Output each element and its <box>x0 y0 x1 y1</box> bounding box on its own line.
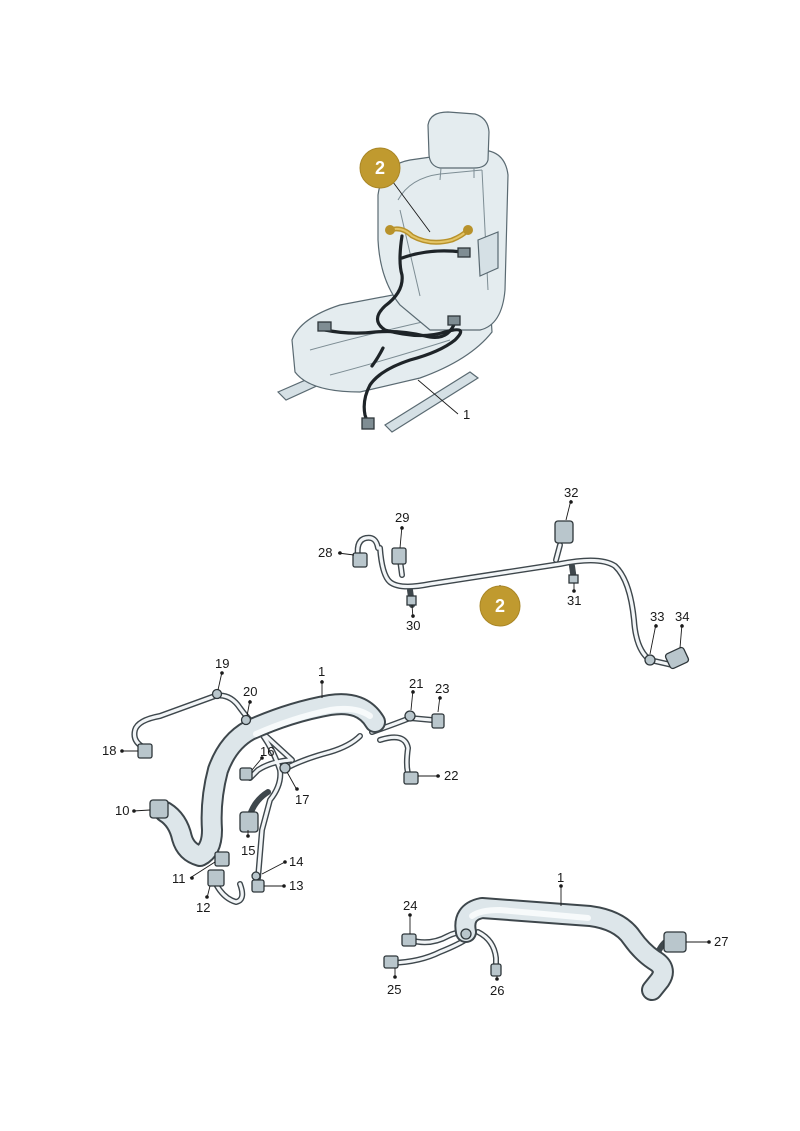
callout-label: 22 <box>444 768 458 783</box>
callout-label: 20 <box>243 684 257 699</box>
callout-label: 32 <box>564 485 578 500</box>
callout-label: 31 <box>567 593 581 608</box>
callout-label: 17 <box>295 792 309 807</box>
callout-17: 17 <box>286 771 309 807</box>
callout-label: 13 <box>289 878 303 893</box>
callout-14: 14 <box>261 854 303 875</box>
callout-33: 33 <box>649 609 664 655</box>
callout-28: 28 <box>318 545 355 560</box>
callout-23: 23 <box>435 681 449 713</box>
callout-25: 25 <box>387 968 401 997</box>
harness-part-1-lower <box>383 897 687 1001</box>
callout-label: 14 <box>289 854 303 869</box>
callout-label: 10 <box>115 803 129 818</box>
callout-15: 15 <box>241 830 255 858</box>
callout-label: 11 <box>172 871 186 886</box>
callout-label: 30 <box>406 618 420 633</box>
callout-34: 34 <box>675 609 689 649</box>
callout-label: 26 <box>490 983 504 998</box>
callout-label: 27 <box>714 934 728 949</box>
badge-label: 2 <box>495 596 505 616</box>
callout-24: 24 <box>403 898 417 934</box>
callout-21: 21 <box>409 676 423 711</box>
callout-label: 19 <box>215 656 229 671</box>
callout-label: 33 <box>650 609 664 624</box>
callout-31: 31 <box>567 583 581 608</box>
callout-label: 23 <box>435 681 449 696</box>
callout-13: 13 <box>264 878 303 893</box>
callout-label: 16 <box>260 744 274 759</box>
callout-19: 19 <box>215 656 229 691</box>
callout-label: 28 <box>318 545 332 560</box>
callout-label: 24 <box>403 898 417 913</box>
callout-label: 21 <box>409 676 423 691</box>
callout-label: 25 <box>387 982 401 997</box>
callout-label: 15 <box>241 843 255 858</box>
callout-30: 30 <box>406 604 420 633</box>
callout-label: 1 <box>557 870 564 885</box>
callout-1-seat: 1 <box>417 379 470 422</box>
callout-29: 29 <box>395 510 409 549</box>
callout-10: 10 <box>115 803 151 818</box>
callout-22: 22 <box>418 768 458 783</box>
part-2-badge-mid: 2 <box>479 585 521 627</box>
harness-part-1-left <box>131 688 445 905</box>
part-2-badge-top: 2 <box>359 147 431 233</box>
callout-1-left: 1 <box>318 664 325 698</box>
callout-label: 34 <box>675 609 689 624</box>
callout-20: 20 <box>243 684 257 717</box>
callout-label: 18 <box>102 743 116 758</box>
callout-11: 11 <box>172 861 216 886</box>
callout-label: 1 <box>463 407 470 422</box>
callout-26: 26 <box>490 976 504 998</box>
harness-part-2 <box>352 520 690 670</box>
seat-illustration <box>276 111 509 433</box>
callout-label: 12 <box>196 900 210 915</box>
callout-16: 16 <box>251 744 274 771</box>
badge-label: 2 <box>375 158 385 178</box>
callout-27: 27 <box>686 934 728 949</box>
callout-18: 18 <box>102 743 138 758</box>
callout-label: 1 <box>318 664 325 679</box>
callout-label: 29 <box>395 510 409 525</box>
callout-32: 32 <box>564 485 578 521</box>
callout-12: 12 <box>196 885 210 915</box>
callout-1-lower: 1 <box>557 870 564 906</box>
